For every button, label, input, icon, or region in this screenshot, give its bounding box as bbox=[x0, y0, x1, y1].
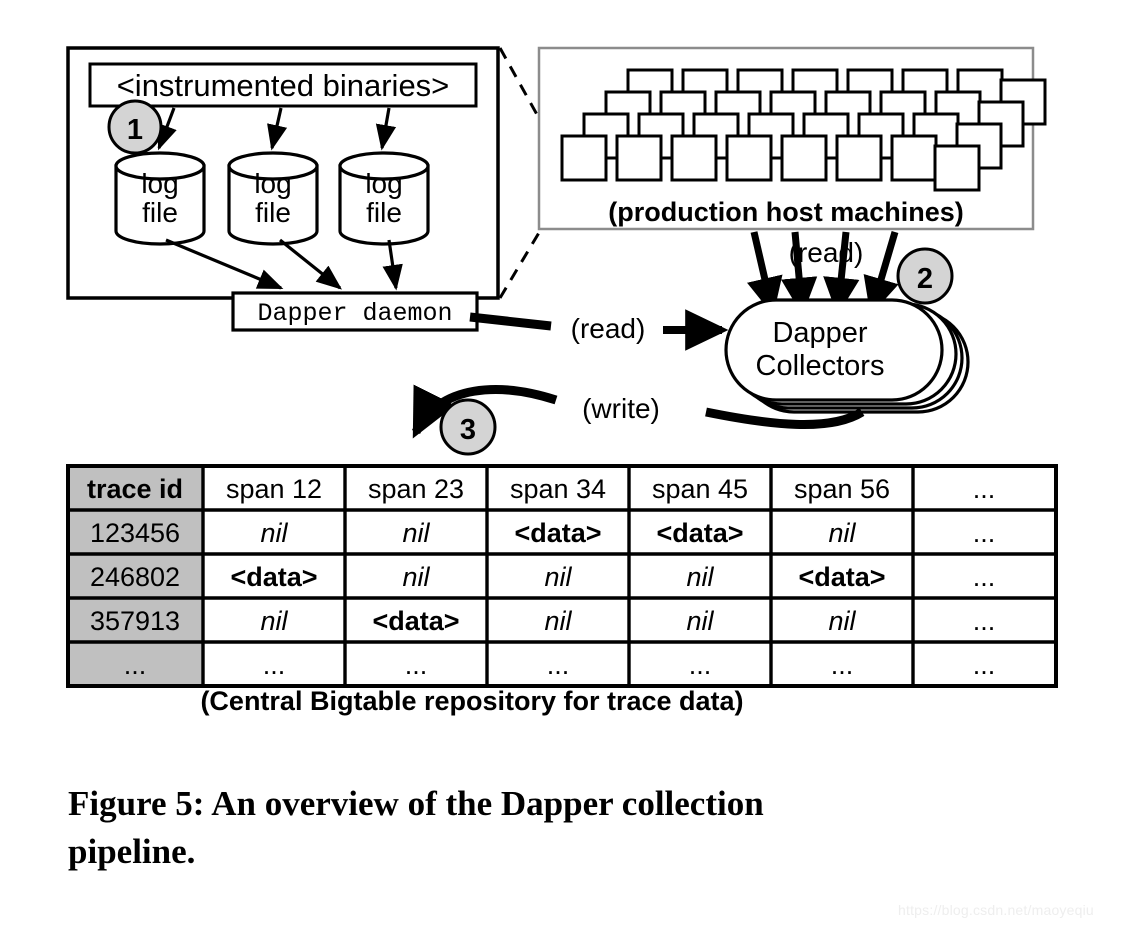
bigtable-row1-cell3: nil bbox=[686, 562, 714, 592]
bigtable-row1-cell5: ... bbox=[973, 562, 996, 592]
bigtable-header-3: span 34 bbox=[510, 474, 606, 504]
bigtable-row3-cell3: ... bbox=[689, 650, 712, 680]
bigtable-row1-cell0: <data> bbox=[230, 562, 317, 592]
bigtable-row0-cell0: nil bbox=[260, 518, 288, 548]
read-arrows-group bbox=[747, 231, 899, 316]
step-badge-3-label: 3 bbox=[460, 414, 476, 446]
bigtable-row2-cell0: nil bbox=[260, 606, 288, 636]
bigtable-row2-cell2: nil bbox=[544, 606, 572, 636]
log-file-1-line2: file bbox=[142, 197, 178, 228]
read-arrow-3 bbox=[823, 231, 860, 316]
host-machine-lattice bbox=[560, 68, 1047, 192]
bigtable-row0-id: 123456 bbox=[90, 518, 180, 548]
instrumented-binaries-label: <instrumented binaries> bbox=[117, 68, 450, 103]
table-row: 357913 nil <data> nil nil nil ... bbox=[90, 606, 995, 636]
arrow-log3-to-daemon bbox=[382, 239, 403, 291]
bigtable-row3-id: ... bbox=[124, 650, 147, 680]
bigtable-row0-cell3: <data> bbox=[656, 518, 743, 548]
read-top-label: (read) bbox=[789, 237, 864, 268]
log-file-2-line2: file bbox=[255, 197, 291, 228]
bigtable-header-1: span 12 bbox=[226, 474, 322, 504]
bigtable-row0-cell2: <data> bbox=[514, 518, 601, 548]
bigtable-row0-cell1: nil bbox=[402, 518, 430, 548]
callout-dashed-top bbox=[498, 47, 542, 121]
bigtable-row2-cell4: nil bbox=[828, 606, 856, 636]
step-badge-3-circle bbox=[439, 398, 497, 456]
bigtable-header-0: trace id bbox=[87, 474, 183, 504]
bigtable-row3-cell5: ... bbox=[973, 650, 996, 680]
bigtable-row1-cell4: <data> bbox=[798, 562, 885, 592]
bigtable-row1-cell2: nil bbox=[544, 562, 572, 592]
log-file-3-line2: file bbox=[366, 197, 402, 228]
write-arrow-curve bbox=[705, 407, 865, 430]
step-badge-1-label: 1 bbox=[127, 114, 143, 146]
figure-caption-line-1: Figure 5: An overview of the Dapper coll… bbox=[68, 784, 764, 823]
dapper-daemon-label: Dapper daemon bbox=[257, 299, 452, 328]
log-file-2-line1: log bbox=[254, 168, 291, 199]
bigtable-row3-cell4: ... bbox=[831, 650, 854, 680]
bigtable-header-row: trace id span 12 span 23 span 34 span 45… bbox=[87, 474, 995, 504]
step-badge-2-circle bbox=[896, 247, 954, 305]
dapper-collectors-line2: Collectors bbox=[756, 350, 885, 382]
figure-caption: Figure 5: An overview of the Dapper coll… bbox=[68, 780, 1092, 877]
bigtable-row1-cell1: nil bbox=[402, 562, 430, 592]
bigtable-header-2: span 23 bbox=[368, 474, 464, 504]
bigtable-cell-row2-traceid-fill bbox=[68, 598, 203, 642]
log-file-cylinder-1: log file bbox=[114, 151, 206, 246]
bigtable-row3-cell1: ... bbox=[405, 650, 428, 680]
bigtable-row2-cell5: ... bbox=[973, 606, 996, 636]
arrow-binaries-to-log-1 bbox=[157, 107, 177, 151]
step-badge-1-circle bbox=[107, 99, 163, 155]
bigtable-row0-cell5: ... bbox=[973, 518, 996, 548]
dapper-collectors-stack bbox=[724, 298, 970, 414]
bigtable-cell-row0-traceid-fill bbox=[68, 510, 203, 554]
bigtable-row3-cell2: ... bbox=[547, 650, 570, 680]
read-arrow-2 bbox=[780, 231, 818, 316]
dapper-collectors-line1: Dapper bbox=[772, 317, 867, 349]
step-badge-2-label: 2 bbox=[917, 263, 933, 295]
bigtable-header-5: span 56 bbox=[794, 474, 890, 504]
bigtable-caption: (Central Bigtable repository for trace d… bbox=[200, 686, 743, 716]
bigtable-cell-header-traceid-fill bbox=[68, 466, 203, 510]
read-arrow-1 bbox=[747, 231, 783, 316]
bigtable-row3-cell0: ... bbox=[263, 650, 286, 680]
table-row: 123456 nil nil <data> <data> nil ... bbox=[90, 518, 995, 548]
bigtable-row2-cell3: nil bbox=[686, 606, 714, 636]
arrow-log2-to-daemon bbox=[279, 238, 342, 290]
bigtable-row1-id: 246802 bbox=[90, 562, 180, 592]
read-daemon-label: (read) bbox=[571, 313, 646, 344]
arrow-binaries-to-log-2 bbox=[267, 107, 288, 151]
arrow-binaries-to-log-3 bbox=[375, 107, 397, 151]
callout-dashed-bottom bbox=[498, 230, 542, 299]
bigtable-header-6: ... bbox=[973, 474, 996, 504]
dapper-daemon-box bbox=[231, 291, 479, 332]
table-row: 246802 <data> nil nil nil <data> ... bbox=[90, 562, 995, 592]
bigtable-row2-id: 357913 bbox=[90, 606, 180, 636]
daemon-read-stub bbox=[469, 312, 552, 331]
figure-caption-line-2: pipeline. bbox=[68, 832, 196, 872]
log-file-1-line1: log bbox=[141, 168, 178, 199]
bigtable-grid bbox=[66, 464, 1058, 688]
read-arrow-4 bbox=[863, 231, 899, 316]
bigtable-row2-cell1: <data> bbox=[372, 606, 459, 636]
bigtable-row0-cell4: nil bbox=[828, 518, 856, 548]
bigtable-cell-row3-traceid-fill bbox=[68, 642, 203, 686]
bigtable-header-4: span 45 bbox=[652, 474, 748, 504]
table-row: ... ... ... ... ... ... ... bbox=[124, 650, 996, 680]
write-label: (write) bbox=[582, 393, 660, 424]
log-file-cylinder-2: log file bbox=[227, 151, 319, 246]
log-file-cylinder-3: log file bbox=[338, 151, 430, 246]
log-file-3-line1: log bbox=[365, 168, 402, 199]
production-host-machines-caption: (production host machines) bbox=[608, 197, 964, 227]
bigtable-cell-row1-traceid-fill bbox=[68, 554, 203, 598]
watermark: https://blog.csdn.net/maoyeqiu bbox=[898, 902, 1094, 918]
arrow-log1-to-daemon bbox=[165, 238, 284, 290]
write-arrow-to-table bbox=[411, 384, 558, 439]
instrumented-binaries-box bbox=[88, 62, 478, 108]
